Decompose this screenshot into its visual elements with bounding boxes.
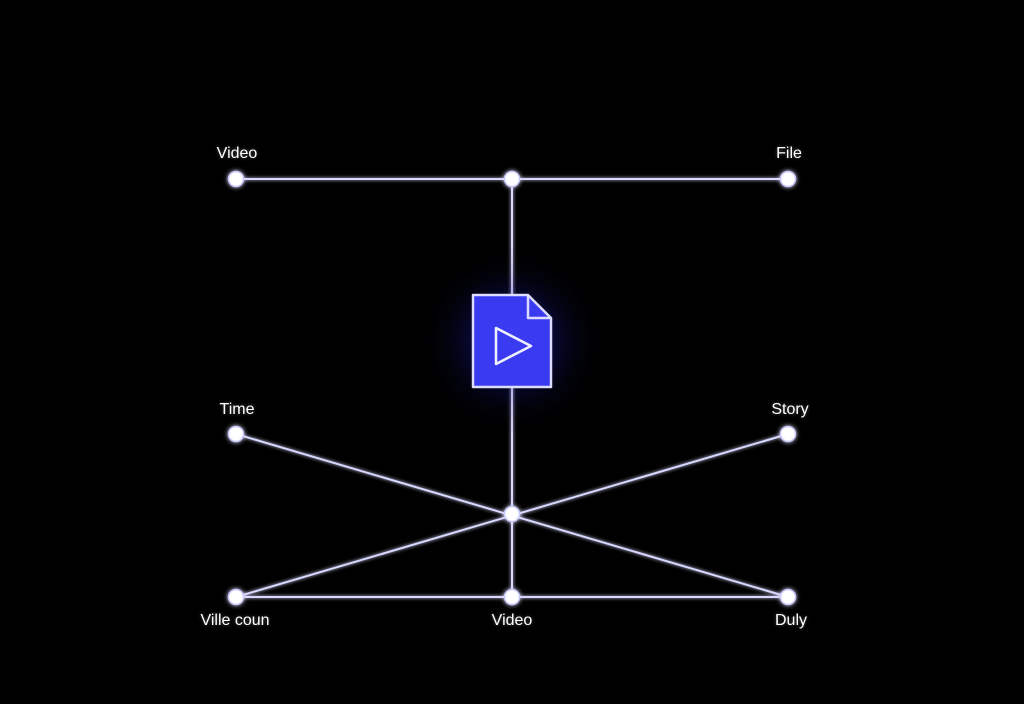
label-top-right: File [776, 145, 802, 162]
label-middle-right: Story [771, 401, 809, 418]
label-middle-left: Time [219, 401, 255, 418]
node-bottom-left [227, 588, 245, 606]
node-top-center [503, 170, 521, 188]
label-top-left: Video [216, 145, 258, 162]
node-bottom-right [779, 588, 797, 606]
node-hub [503, 505, 521, 523]
node-middle-left [227, 425, 245, 443]
label-bottom-right: Duly [774, 612, 808, 629]
video-file-play-icon [417, 246, 607, 436]
label-bottom-center: Video [491, 612, 533, 629]
file-fold-corner [526, 295, 551, 320]
nodes [227, 170, 797, 606]
node-top-right [779, 170, 797, 188]
file-body [471, 293, 553, 389]
play-triangle-icon [494, 326, 533, 366]
node-middle-right [779, 425, 797, 443]
label-bottom-left: Ville coun [200, 612, 270, 629]
node-top-left [227, 170, 245, 188]
node-bottom-center [503, 588, 521, 606]
